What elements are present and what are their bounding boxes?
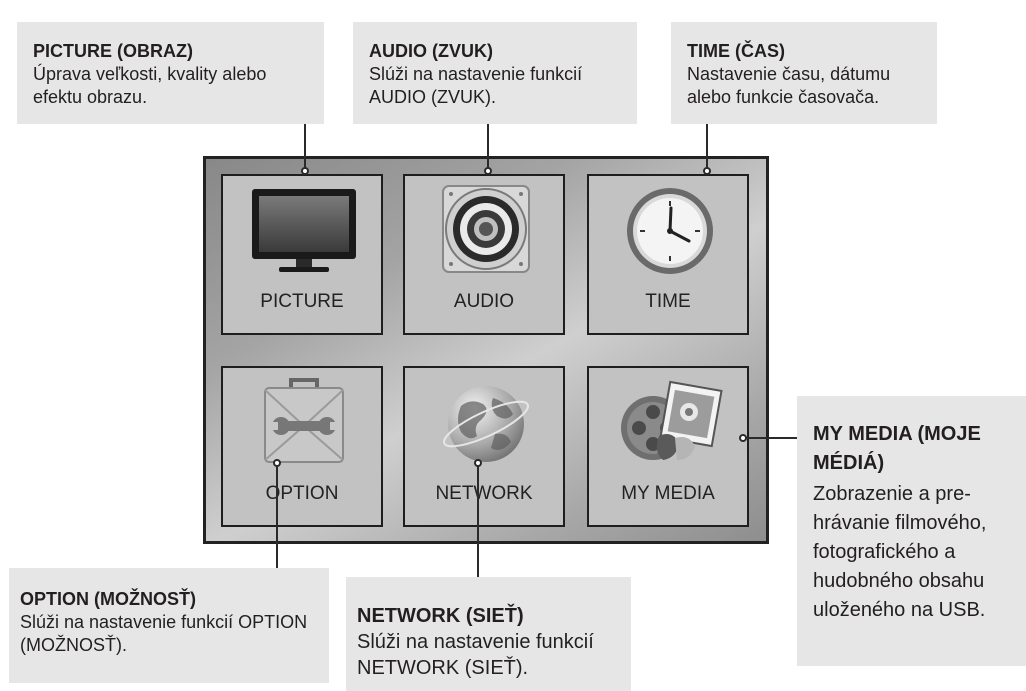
connector-line-option — [276, 464, 278, 568]
media-icon — [621, 380, 723, 460]
callout-title: PICTURE (OBRAZ) — [33, 41, 193, 61]
tile-label: OPTION — [265, 483, 339, 504]
callout-description: Zobrazenie a pre-hrávanie filmového, fot… — [813, 483, 987, 621]
toolbox-icon — [264, 378, 344, 463]
connector-line-time — [706, 124, 708, 173]
menu-tile-audio[interactable]: AUDIO — [403, 174, 565, 335]
callout-title: OPTION (MOŽNOSŤ) — [20, 589, 196, 609]
callout-option: OPTION (MOŽNOSŤ) Slúži na nastavenie fun… — [9, 568, 329, 683]
tile-label: AUDIO — [453, 291, 515, 312]
callout-network: NETWORK (SIEŤ) Slúži na nastavenie funkc… — [346, 577, 631, 691]
connector-dot-audio — [484, 167, 492, 175]
callout-title: MY MEDIA (MOJE MÉDIÁ) — [813, 423, 981, 474]
callout-description: Slúži na nastavenie funkcií OPTION (MOŽN… — [20, 612, 308, 655]
tile-label: TIME — [645, 291, 691, 312]
connector-line-my-media — [744, 437, 797, 439]
main-menu-panel: PICTURE AUDIO T — [203, 156, 769, 544]
connector-line-picture — [304, 124, 306, 173]
callout-description: Slúži na nastavenie funkcií AUDIO (ZVUK)… — [369, 64, 583, 107]
speaker-icon — [442, 185, 530, 273]
callout-title: TIME (ČAS) — [687, 41, 785, 61]
connector-line-network — [477, 464, 479, 577]
tile-label: NETWORK — [435, 483, 533, 504]
callout-picture: PICTURE (OBRAZ) Úprava veľkosti, kvality… — [17, 22, 324, 124]
connector-dot-option — [273, 459, 281, 467]
connector-dot-picture — [301, 167, 309, 175]
tile-label: MY MEDIA — [621, 483, 715, 504]
callout-my-media: MY MEDIA (MOJE MÉDIÁ) Zobrazenie a pre-h… — [797, 396, 1026, 666]
globe-icon — [443, 386, 529, 462]
connector-dot-network — [474, 459, 482, 467]
menu-tile-time[interactable]: TIME — [587, 174, 749, 335]
callout-description: Úprava veľkosti, kvality alebo efektu ob… — [33, 64, 267, 107]
menu-tile-my-media[interactable]: MY MEDIA — [587, 366, 749, 527]
connector-dot-my-media — [739, 434, 747, 442]
callout-title: NETWORK (SIEŤ) — [357, 605, 524, 627]
connector-dot-time — [703, 167, 711, 175]
callout-title: AUDIO (ZVUK) — [369, 41, 493, 61]
callout-audio: AUDIO (ZVUK) Slúži na nastavenie funkcií… — [353, 22, 637, 124]
callout-time: TIME (ČAS) Nastavenie času, dátumu alebo… — [671, 22, 937, 124]
tile-label: PICTURE — [260, 291, 344, 312]
callout-description: Slúži na nastavenie funkcií NETWORK (SIE… — [357, 631, 594, 679]
tv-icon — [252, 189, 356, 272]
menu-tile-option[interactable]: OPTION — [221, 366, 383, 527]
menu-tile-picture[interactable]: PICTURE — [221, 174, 383, 335]
connector-line-audio — [487, 124, 489, 173]
clock-icon — [627, 188, 713, 274]
callout-description: Nastavenie času, dátumu alebo funkcie ča… — [687, 64, 891, 107]
menu-tile-network[interactable]: NETWORK — [403, 366, 565, 527]
